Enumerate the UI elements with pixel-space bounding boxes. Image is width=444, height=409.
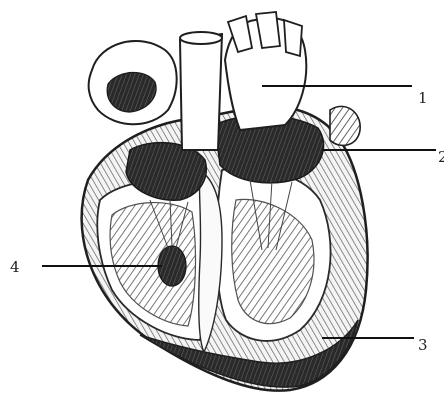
vena-cava-opening [180,32,222,44]
label-1: 1 [418,89,428,107]
label-2: 2 [438,148,444,166]
label-4: 4 [10,258,20,276]
aorta-branch-3 [284,20,302,56]
papillary-muscle [158,246,186,286]
label-3: 3 [418,336,428,354]
superior-vena-cava [180,34,222,150]
pulmonary-veins [330,106,360,145]
